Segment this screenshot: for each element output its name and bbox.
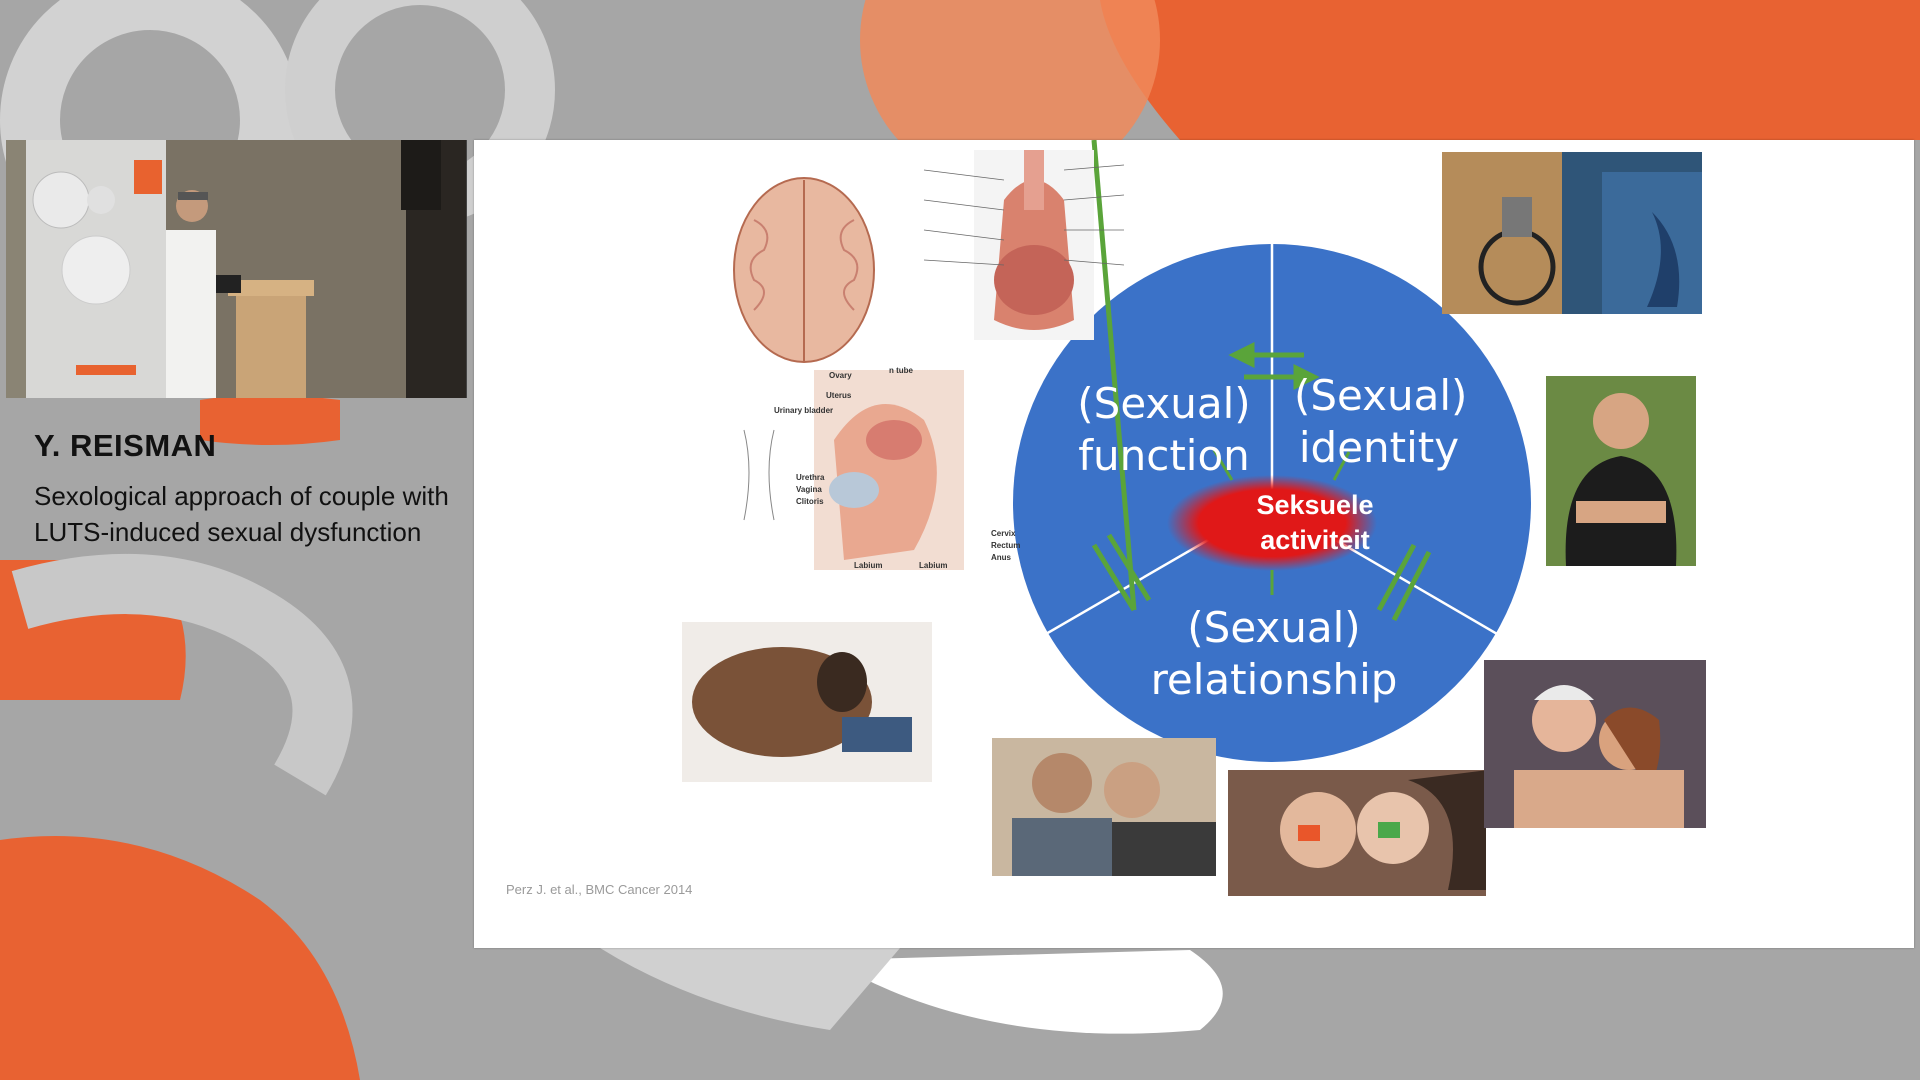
speaker-video-feed bbox=[6, 140, 467, 398]
talk-title: Sexological approach of couple with LUTS… bbox=[34, 481, 449, 547]
label-ovary: Ovary bbox=[829, 371, 852, 380]
label-clitoris: Clitoris bbox=[796, 497, 824, 506]
female-anatomy-illustration bbox=[743, 370, 964, 570]
label-uterus: Uterus bbox=[826, 391, 852, 400]
slide-diagram: Ovary n tube Uterus Urinary bladder Uret… bbox=[733, 140, 1531, 762]
label-vagina: Vagina bbox=[796, 485, 822, 494]
segment-label-relationship: (Sexual)relationship bbox=[1150, 603, 1398, 704]
brain-illustration bbox=[733, 177, 875, 363]
segment-label-identity: (Sexual)identity bbox=[1294, 371, 1468, 472]
interaction-arrows bbox=[1091, 140, 1432, 622]
label-urethra: Urethra bbox=[796, 473, 825, 482]
anatomy-labels: Ovary n tube Uterus Urinary bladder Uret… bbox=[774, 366, 1020, 570]
slide-citation: Perz J. et al., BMC Cancer 2014 bbox=[506, 882, 693, 897]
photo-wheelchair-painting bbox=[1442, 152, 1702, 314]
label-anus: Anus bbox=[991, 553, 1012, 562]
speaker-name: Y. REISMAN bbox=[34, 428, 217, 463]
label-labium-1: Labium bbox=[854, 561, 882, 570]
presentation-slide: Ovary n tube Uterus Urinary bladder Uret… bbox=[474, 140, 1914, 948]
photo-man-arms-crossed bbox=[1546, 376, 1696, 566]
label-tube: n tube bbox=[889, 366, 914, 375]
center-activity-ellipse bbox=[1167, 475, 1377, 571]
speaker-video-image bbox=[6, 140, 466, 398]
label-bladder: Urinary bladder bbox=[774, 406, 833, 415]
photo-two-women-kissing bbox=[1228, 770, 1486, 896]
label-cervix: Cervix bbox=[991, 529, 1016, 538]
photo-couple-embracing bbox=[682, 622, 932, 782]
segment-label-function: (Sexual)function bbox=[1077, 379, 1251, 480]
label-rectum: Rectum bbox=[991, 541, 1020, 550]
label-labium-2: Labium bbox=[919, 561, 947, 570]
photo-two-men-kissing bbox=[992, 738, 1216, 876]
photo-elderly-couple bbox=[1484, 660, 1706, 828]
male-anatomy-illustration bbox=[923, 150, 1125, 340]
